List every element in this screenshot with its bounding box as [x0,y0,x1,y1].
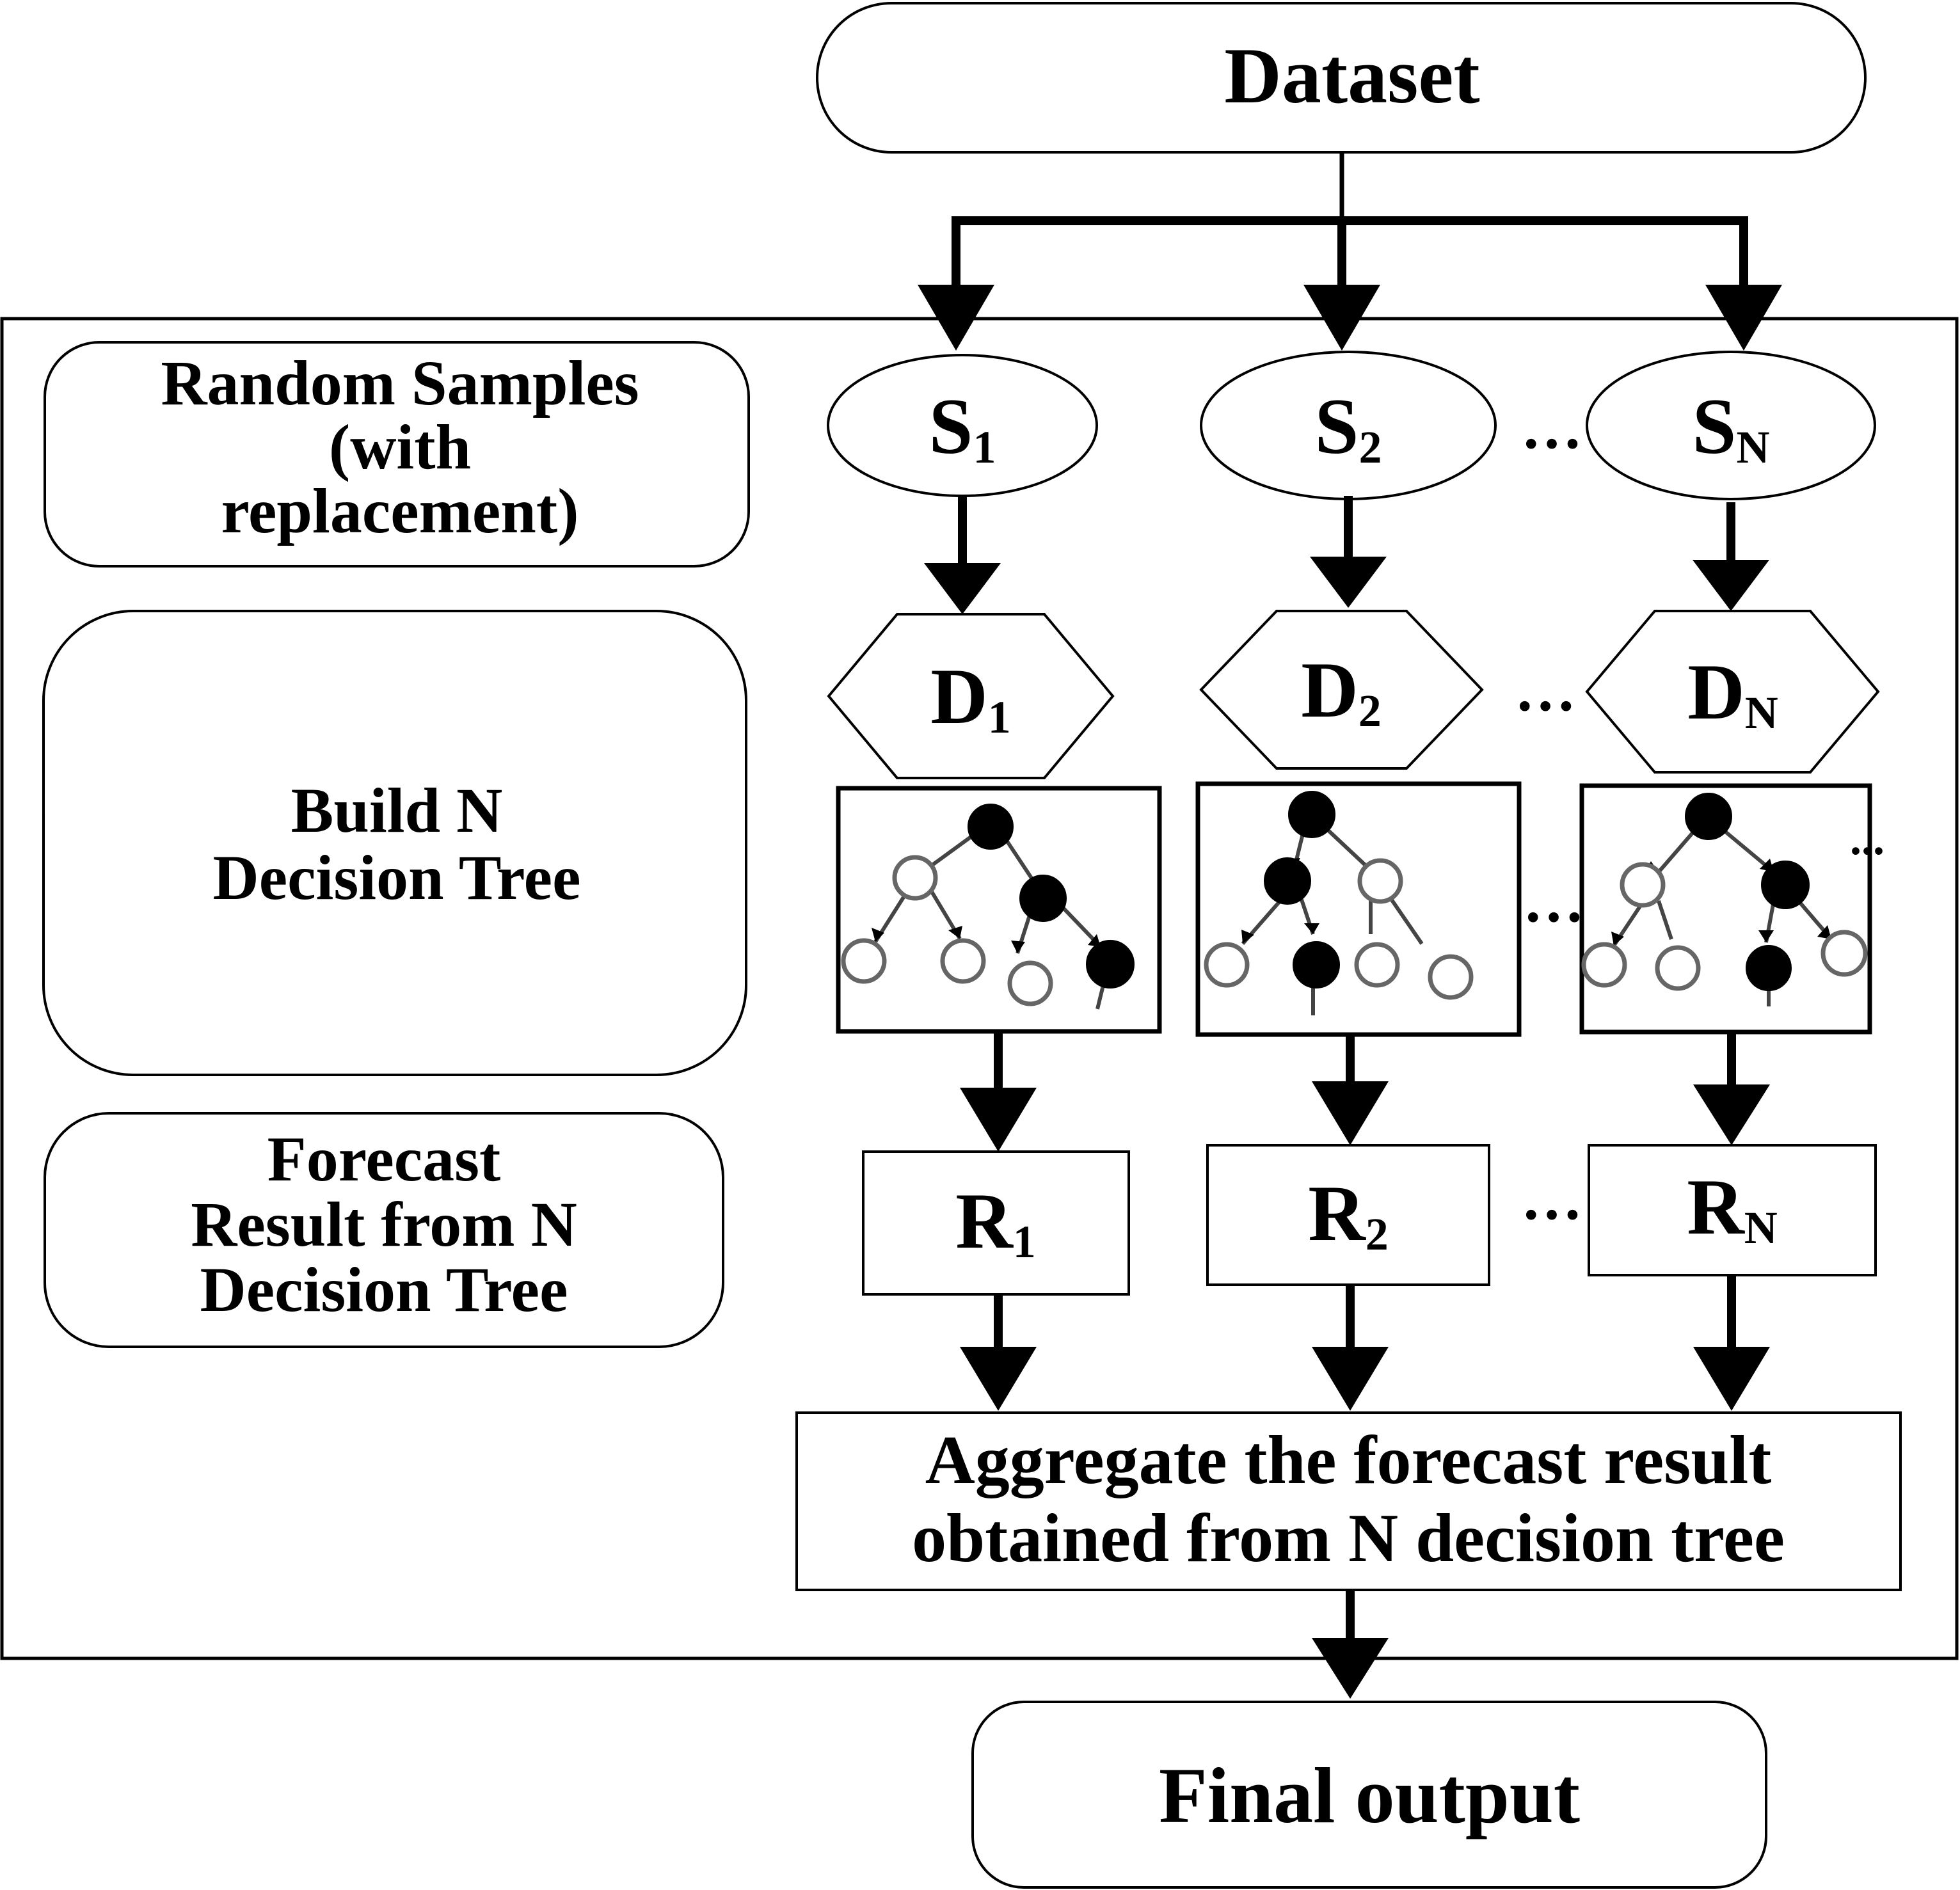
result-node-n: RN [1588,1144,1877,1276]
sample-node-2: S2 [1200,351,1497,500]
svg-text:RN: RN [1687,1163,1778,1253]
final-output-node: Final output [971,1701,1767,1889]
aggregate-node: Aggregate the forecast result obtained f… [795,1411,1902,1591]
aggregate-line-1: Aggregate the forecast result [925,1422,1772,1498]
dataset-node: Dataset [816,2,1867,154]
samples-ellipsis: … [1521,393,1582,461]
trees-ellipsis: … [1523,866,1584,935]
arrows-samples-to-datasets [924,496,1769,614]
step-random-samples: Random Samples (with replacement) [44,341,750,568]
sample-2-sub: 2 [1358,422,1382,473]
dataset-label: Dataset [1224,32,1479,120]
build-trees-line-1: Build N [291,775,503,846]
sample-2-base: S [1315,383,1359,470]
arrows-results-to-aggregate [960,1275,1770,1411]
decision-tree-1 [836,786,1162,1034]
decision-tree-n: ... [1579,783,1884,1035]
forecast-line-1: Forecast [267,1124,501,1195]
dataset-1-base: D [930,653,988,740]
svg-text:SN: SN [1693,383,1770,473]
result-n-base: R [1687,1163,1745,1251]
result-1-sub: 1 [1013,1216,1036,1267]
build-trees-line-2: Decision Tree [213,842,581,913]
dataset-node-n: DN [1585,610,1880,774]
forecast-line-3: Decision Tree [200,1254,568,1325]
result-2-base: R [1308,1170,1366,1257]
results-ellipsis: … [1521,1164,1582,1232]
sample-node-1: S1 [827,354,1098,497]
step-forecast: Forecast Result from N Decision Tree [44,1112,724,1348]
svg-text:DN: DN [1687,648,1778,738]
result-node-1: R1 [862,1150,1130,1296]
svg-text:R2: R2 [1308,1170,1389,1260]
random-samples-line-1: Random Samples [161,347,639,418]
svg-text:D1: D1 [930,653,1011,743]
sample-node-n: SN [1586,351,1876,500]
result-n-sub: N [1744,1202,1778,1253]
random-samples-line-2: (with [329,411,471,482]
dataset-1-sub: 1 [988,692,1011,743]
step-build-trees: Build N Decision Tree [42,610,747,1076]
sample-n-base: S [1693,383,1737,470]
svg-text:D2: D2 [1301,646,1382,736]
dataset-node-2: D2 [1199,610,1484,770]
datasets-ellipsis: … [1515,655,1576,724]
result-2-sub: 2 [1366,1209,1389,1260]
svg-text:S2: S2 [1315,383,1382,473]
result-1-base: R [955,1177,1014,1265]
result-node-2: R2 [1206,1144,1490,1286]
dataset-2-base: D [1301,646,1358,734]
sample-1-base: S [929,383,973,470]
final-output-label: Final output [1159,1752,1580,1839]
forecast-line-2: Result from N [191,1189,577,1260]
dataset-node-1: D1 [827,613,1115,779]
dataset-n-base: D [1687,648,1745,736]
arrow-aggregate-to-final [1312,1590,1389,1699]
dataset-2-sub: 2 [1358,685,1382,736]
process-frame [0,317,1959,1660]
arrows-trees-to-results [960,1031,1770,1152]
random-samples-line-3: replacement) [221,475,578,546]
dataset-n-sub: N [1745,687,1778,738]
tree-n-ellipsis: ... [1850,813,1884,864]
decision-tree-2 [1195,781,1522,1037]
svg-text:S1: S1 [929,383,996,473]
dataset-split-connector [918,152,1782,351]
svg-text:R1: R1 [955,1177,1036,1267]
sample-n-sub: N [1736,422,1769,473]
aggregate-line-2: obtained from N decision tree [912,1500,1785,1576]
sample-1-sub: 1 [973,422,996,473]
